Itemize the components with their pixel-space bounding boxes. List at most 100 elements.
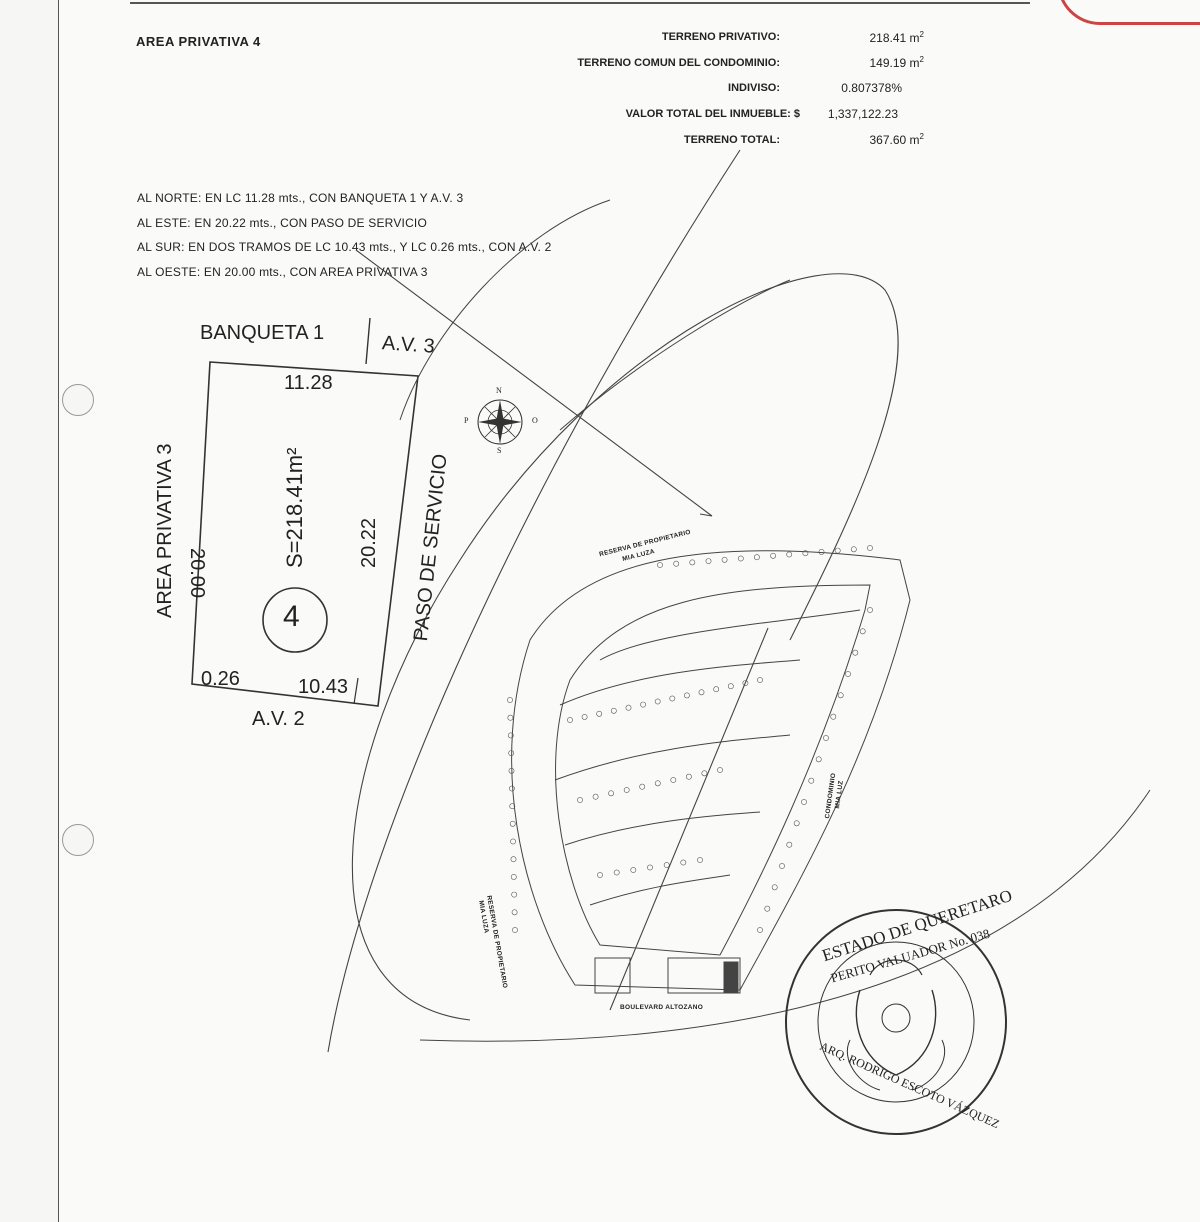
field-value-terreno-privativo: 218.41 m2 [869, 30, 925, 45]
field-value-terreno-comun: 149.19 m2 [869, 55, 925, 70]
label-av-3: A.V. 3 [381, 332, 436, 358]
map-lot-marker [610, 707, 617, 714]
map-lot-marker [701, 770, 708, 777]
field-value-indiviso: 0.807378% [841, 81, 902, 95]
binder-hole-top [62, 384, 94, 416]
boundary-descriptions: AL NORTE: EN LC 11.28 mts., CON BANQUETA… [137, 186, 551, 284]
map-lot-marker [852, 649, 859, 656]
dim-north: 11.28 [284, 372, 333, 394]
field-value-terreno-total: 367.60 m2 [869, 132, 925, 147]
map-lot-marker [509, 803, 516, 810]
map-lot-marker [608, 790, 614, 797]
map-lot-marker [596, 710, 603, 717]
map-lot-marker [623, 787, 630, 793]
map-lot-marker [592, 793, 599, 800]
sweep-line-1 [327, 149, 741, 1053]
dim-east: 20.22 [358, 517, 380, 568]
boundary-south: AL SUR: EN DOS TRAMOS DE LC 10.43 mts., … [137, 240, 552, 254]
field-label-indiviso: INDIVISO: [728, 82, 780, 94]
map-lot-marker [802, 550, 809, 557]
lot-polygon [191, 361, 419, 707]
surface-label: S=218.41m² [282, 447, 307, 568]
dim-south-b: 10.43 [298, 676, 349, 698]
arc-top-left [399, 199, 611, 421]
map-lot-marker [867, 545, 873, 551]
map-lot-marker [509, 820, 516, 827]
map-lot-marker [837, 692, 844, 699]
map-lot-marker [567, 717, 573, 723]
binder-hole-bottom [62, 824, 94, 856]
map-lot-marker [698, 689, 705, 696]
map-lot-marker [510, 874, 517, 880]
lot-number-circle [262, 587, 328, 653]
map-lot-marker [764, 905, 771, 912]
map-lot-marker [815, 756, 822, 763]
map-lot-marker [830, 713, 837, 720]
compass-south: S [497, 446, 502, 455]
label-area-privativa-3: AREA PRIVATIVA 3 [154, 443, 176, 618]
map-label-bottom: BOULEVARD ALTOZANO [620, 1004, 704, 1011]
map-lot-marker [508, 767, 515, 774]
compass-rose [477, 399, 523, 445]
map-lot-marker [818, 549, 825, 555]
map-lot-marker [669, 695, 676, 702]
map-lot-marker [577, 797, 583, 803]
map-lot-marker [754, 554, 760, 561]
document-page [58, 0, 1200, 1222]
notary-seal [785, 909, 1007, 1135]
map-lot-marker [786, 551, 793, 558]
label-banqueta-1: BANQUETA 1 [200, 322, 325, 344]
map-lot-marker [684, 692, 690, 699]
map-lot-marker [630, 867, 637, 873]
map-lot-marker [779, 863, 785, 869]
map-lot-marker [613, 869, 620, 876]
map-lot-marker [512, 927, 518, 933]
map-lot-marker [770, 552, 776, 559]
map-lane-4 [564, 811, 761, 846]
map-lot-marker [581, 714, 588, 720]
compass-north: N [496, 386, 502, 395]
map-lot-marker [670, 777, 677, 783]
map-lot-marker [654, 780, 661, 787]
map-lot-marker [507, 732, 514, 739]
map-lot-marker [511, 891, 518, 898]
map-lot-marker [697, 857, 703, 863]
map-lane-2 [559, 659, 801, 706]
map-lot-marker [511, 909, 518, 916]
map-lot-marker [859, 628, 866, 635]
map-lot-marker [786, 841, 793, 848]
dim-west: 20.00 [186, 548, 208, 599]
map-lot-marker [834, 547, 841, 554]
map-lot-marker [823, 735, 829, 741]
field-value-valor-total: 1,337,122.23 [827, 107, 898, 121]
map-lot-markers [507, 545, 873, 933]
map-lot-marker [508, 785, 515, 792]
av3-divider [365, 317, 371, 365]
map-lane-3 [554, 734, 791, 781]
map-lot-marker [757, 677, 763, 683]
map-lot-marker [625, 704, 632, 711]
map-lot-marker [717, 767, 723, 773]
big-sweep-right [419, 789, 1151, 1042]
map-lot-marker [680, 859, 687, 866]
map-lot-marker [771, 884, 778, 891]
sweep-line-3 [699, 513, 713, 517]
map-lot-marker [713, 686, 720, 693]
map-lot-marker [639, 783, 646, 790]
map-lot-marker [510, 838, 516, 845]
map-lot-marker [850, 546, 857, 553]
map-lot-marker [507, 697, 513, 703]
compass-east: O [532, 416, 538, 425]
field-label-terreno-total: TERRENO TOTAL: [683, 134, 780, 146]
map-lot-marker [640, 701, 646, 708]
map-lot-marker [867, 607, 873, 613]
map-lot-marker [793, 820, 800, 827]
map-outline [511, 550, 911, 991]
map-entrance-right [667, 957, 741, 994]
map-lot-marker [689, 559, 696, 566]
map-lot-marker [727, 683, 734, 690]
dim-south-a: 0.26 [201, 668, 240, 690]
map-highlight-lot [723, 961, 739, 993]
map-lot-marker [808, 777, 815, 784]
label-av-2: A.V. 2 [252, 708, 305, 730]
